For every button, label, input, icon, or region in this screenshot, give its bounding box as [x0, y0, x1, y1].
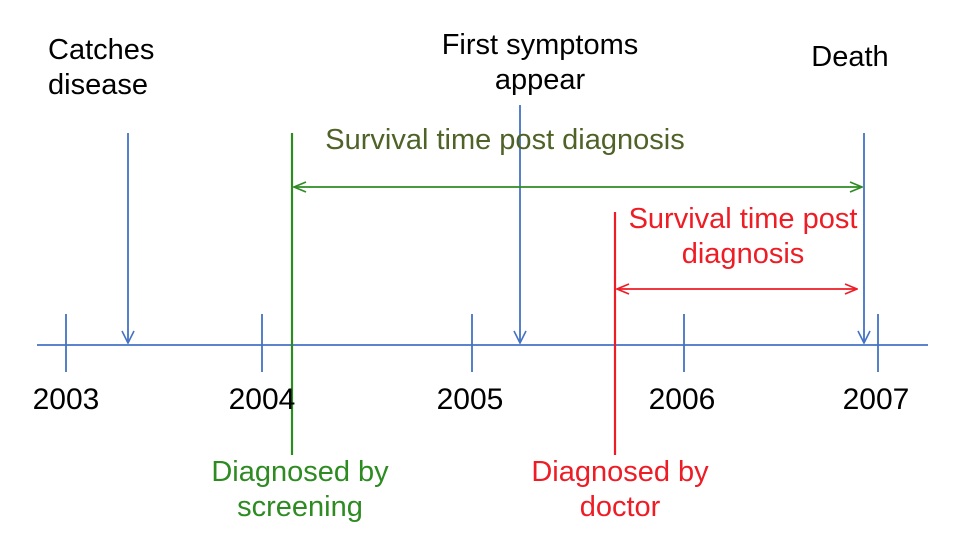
screening-diagnosis-label: Diagnosed by screening [211, 456, 389, 523]
year-label-2005: 2005 [436, 383, 504, 416]
year-label-2007: 2007 [842, 383, 910, 416]
screening-survival-label: Survival time post diagnosis [325, 124, 685, 156]
year-label-2004: 2004 [228, 383, 296, 416]
first-symptoms-label: First symptoms appear [441, 29, 639, 96]
year-label-2003: 2003 [32, 383, 100, 416]
doctor-diagnosis-label: Diagnosed by doctor [531, 456, 709, 523]
doctor-survival-label: Survival time post diagnosis [628, 203, 858, 270]
catches-disease-label: Catches disease [48, 34, 155, 101]
year-label-2006: 2006 [648, 383, 716, 416]
death-label: Death [811, 41, 889, 73]
